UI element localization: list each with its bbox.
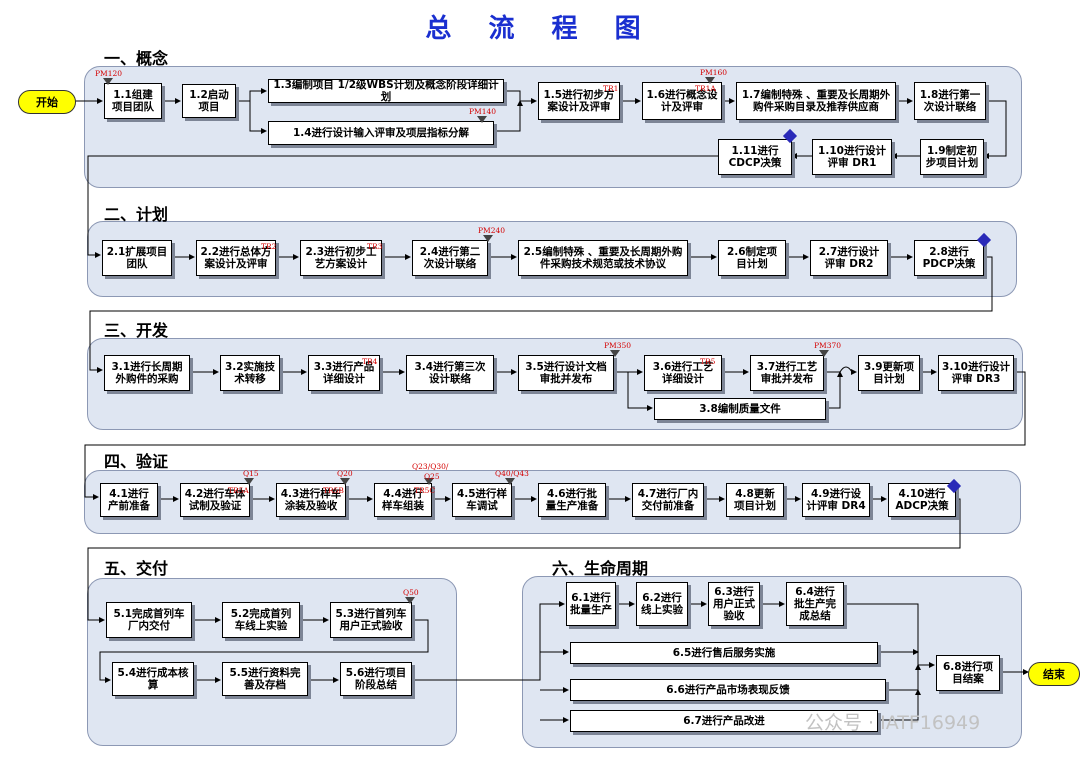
step-1-1: 1.1组建项目团队 (104, 83, 162, 119)
milestone-triangle-q50 (405, 597, 415, 604)
milestone-triangle-q23 (424, 478, 434, 485)
step-2-6: 2.6制定项目计划 (718, 240, 786, 276)
section-heading-verify: 四、验证 (104, 452, 169, 471)
marker-q20: Q20 (337, 469, 353, 478)
marker-tr1: TR1 (603, 84, 619, 93)
step-1-7: 1.7编制特殊 、重要及长周期外购件采购目录及推荐供应商 (736, 82, 896, 120)
marker-tr1a: TR1A (695, 84, 716, 93)
marker-tr5b: TR5B (323, 486, 344, 495)
step-1-4: 1.4进行设计输入评审及项层指标分解 (268, 121, 494, 145)
step-1-9: 1.9制定初步项目计划 (920, 139, 984, 175)
milestone-triangle-q20 (340, 478, 350, 485)
step-5-4: 5.4进行成本核算 (112, 662, 194, 696)
step-3-3: 3.3进行产品详细设计 (308, 355, 380, 391)
milestone-triangle-pm120 (103, 78, 113, 85)
marker-tr5a: TR5A (228, 486, 249, 495)
step-2-2: 2.2进行总体方案设计及评审 (196, 240, 276, 276)
step-3-8: 3.8编制质量文件 (654, 398, 826, 420)
step-4-5: 4.5进行样车调试 (452, 483, 512, 517)
step-6-6: 6.6进行产品市场表现反馈 (570, 679, 886, 701)
section-heading-develop: 三、开发 (104, 321, 169, 340)
step-3-2: 3.2实施技术转移 (220, 355, 280, 391)
marker-q23: Q23/Q30/ (412, 462, 449, 471)
step-4-7: 4.7进行厂内交付前准备 (632, 483, 704, 517)
step-5-3: 5.3进行首列车用户正式验收 (330, 602, 412, 638)
milestone-triangle-q15 (244, 478, 254, 485)
step-5-5: 5.5进行资料完善及存档 (222, 662, 308, 696)
marker-pm350: PM350 (604, 341, 632, 350)
step-6-8: 6.8进行项目结案 (936, 655, 1000, 691)
step-1-3: 1.3编制项目 1/2级WBS计划及概念阶段详细计划 (268, 79, 504, 103)
step-4-6: 4.6进行批量生产准备 (538, 483, 606, 517)
step-1-5: 1.5进行初步方案设计及评审 (538, 82, 620, 120)
step-1-6: 1.6进行概念设计及评审 (642, 82, 722, 120)
step-6-4: 6.4进行批生产完成总结 (786, 582, 844, 626)
step-6-3: 6.3进行用户正式验收 (708, 582, 760, 626)
marker-tr5c: TR5C (414, 486, 436, 495)
step-6-2: 6.2进行线上实验 (636, 582, 688, 626)
step-6-5: 6.5进行售后服务实施 (570, 642, 878, 664)
marker-q40: Q40/Q43 (495, 469, 529, 478)
marker-pm140: PM140 (469, 107, 497, 116)
step-4-4: 4.4进行样车组装 (374, 483, 432, 517)
marker-q50: Q50 (403, 588, 419, 597)
step-2-4: 2.4进行第二次设计联络 (412, 240, 488, 276)
step-3-6: 3.6进行工艺详细设计 (644, 355, 722, 391)
milestone-triangle-pm350 (610, 350, 620, 357)
step-1-2: 1.2启动项目 (182, 84, 236, 118)
milestone-triangle-q40 (505, 478, 515, 485)
step-4-8: 4.8更新项目计划 (726, 483, 784, 517)
marker-tr3: TR3 (367, 242, 383, 251)
marker-pm120: PM120 (95, 69, 123, 78)
step-3-1: 3.1进行长周期外购件的采购 (104, 355, 190, 391)
section-heading-plan: 二、计划 (104, 205, 169, 224)
step-4-2: 4.2进行车体试制及验证 (180, 483, 250, 517)
step-1-8: 1.8进行第一次设计联络 (914, 82, 986, 120)
step-3-9: 3.9更新项目计划 (858, 355, 920, 391)
step-1-11: 1.11进行CDCP决策 (718, 139, 792, 175)
marker-q25: Q25 (424, 472, 440, 481)
step-4-3: 4.3进行样车涂装及验收 (276, 483, 346, 517)
milestone-triangle-pm240 (483, 235, 493, 242)
step-6-1: 6.1进行批量生产 (566, 582, 616, 626)
section-heading-lifecycle: 六、生命周期 (552, 559, 649, 578)
marker-pm160: PM160 (700, 68, 728, 77)
step-4-9: 4.9进行设计评审 DR4 (802, 483, 870, 517)
section-heading-concept: 一、概念 (104, 49, 169, 68)
step-6-7: 6.7进行产品改进 (570, 710, 878, 732)
step-2-8: 2.8进行PDCP决策 (914, 240, 984, 276)
step-5-2: 5.2完成首列车线上实验 (222, 602, 300, 638)
step-4-10: 4.10进行ADCP决策 (888, 483, 956, 517)
step-2-1: 2.1扩展项目团队 (102, 240, 172, 276)
step-3-7: 3.7进行工艺审批并发布 (750, 355, 824, 391)
milestone-triangle-pm160 (705, 77, 715, 84)
step-2-5: 2.5编制特殊 、重要及长周期外购件采购技术规范或技术协议 (518, 240, 688, 276)
marker-pm240: PM240 (478, 226, 506, 235)
diagram-title: 总 流 程 图 (425, 14, 655, 44)
step-3-5: 3.5进行设计文档审批并发布 (518, 355, 614, 391)
step-3-4: 3.4进行第三次设计联络 (406, 355, 494, 391)
marker-tr5: TR5 (700, 357, 716, 366)
marker-tr2: TR2 (261, 242, 277, 251)
step-4-1: 4.1进行产前准备 (100, 483, 158, 517)
end-node: 结束 (1028, 662, 1080, 686)
step-3-10: 3.10进行设计评审 DR3 (938, 355, 1014, 391)
step-5-1: 5.1完成首列车厂内交付 (106, 602, 192, 638)
marker-pm370: PM370 (814, 341, 842, 350)
watermark: 公众号 · IATF16949 (805, 712, 981, 734)
start-node: 开始 (18, 90, 76, 114)
milestone-triangle-pm370 (819, 350, 829, 357)
step-2-7: 2.7进行设计评审 DR2 (810, 240, 888, 276)
section-heading-deliver: 五、交付 (104, 559, 169, 578)
milestone-triangle-pm140 (477, 116, 487, 123)
step-5-6: 5.6进行项目阶段总结 (340, 662, 412, 696)
step-2-3: 2.3进行初步工艺方案设计 (300, 240, 382, 276)
marker-tr4: TR4 (362, 357, 378, 366)
step-1-10: 1.10进行设计评审 DR1 (812, 139, 892, 175)
marker-q15: Q15 (243, 469, 259, 478)
